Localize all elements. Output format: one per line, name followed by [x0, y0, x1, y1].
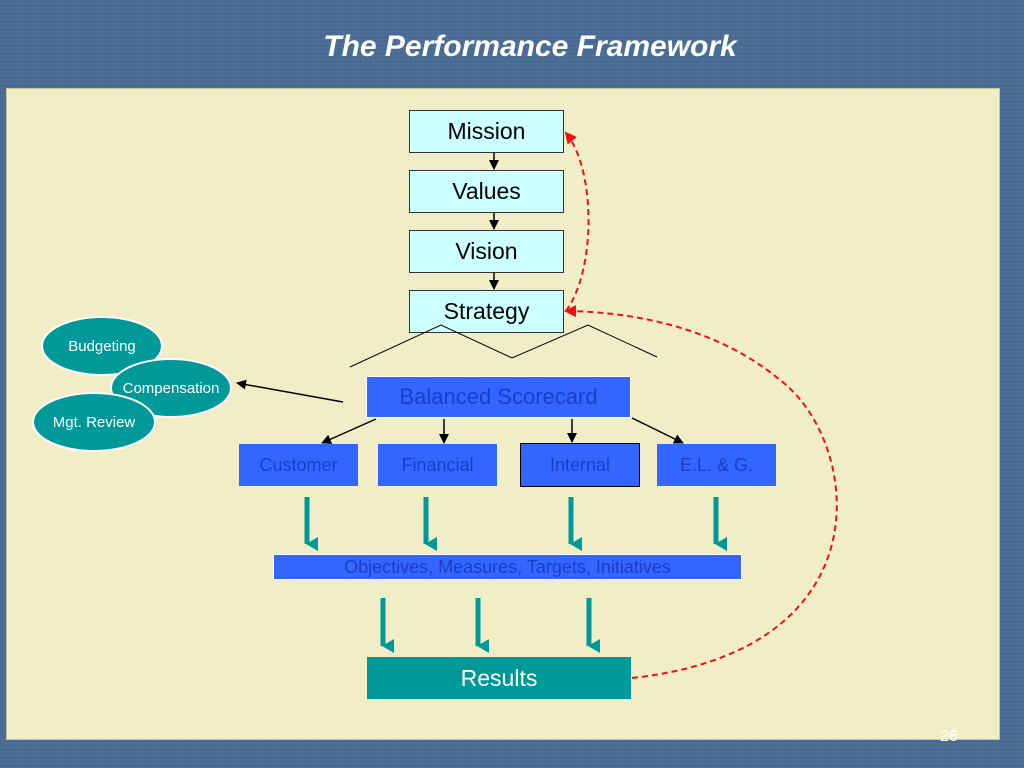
results-box: Results: [367, 657, 631, 699]
perspective-internal: Internal: [520, 443, 640, 487]
strategy-box: Strategy: [409, 290, 564, 333]
strategy-zigzag-line: [349, 324, 658, 368]
perspective-elg: E.L. & G.: [657, 444, 776, 486]
objectives-bar: Objectives, Measures, Targets, Initiativ…: [273, 554, 742, 580]
feedback-strategy-to-mission: [564, 131, 590, 312]
balanced-scorecard-box: Balanced Scorecard: [366, 376, 631, 418]
page-number: 26: [940, 728, 958, 745]
feedback-results-to-strategy: [564, 305, 838, 679]
arrow-to-elg: [631, 417, 684, 444]
vision-box: Vision: [409, 230, 564, 273]
mgt-review-ellipse: Mgt. Review: [32, 392, 156, 452]
mission-box: Mission: [409, 110, 564, 153]
arrow-to-customer: [321, 418, 377, 444]
perspective-financial: Financial: [378, 444, 497, 486]
values-box: Values: [409, 170, 564, 213]
arrow-to-compensation: [236, 379, 344, 403]
slide-title: The Performance Framework: [323, 30, 737, 63]
perspective-customer: Customer: [239, 444, 358, 486]
